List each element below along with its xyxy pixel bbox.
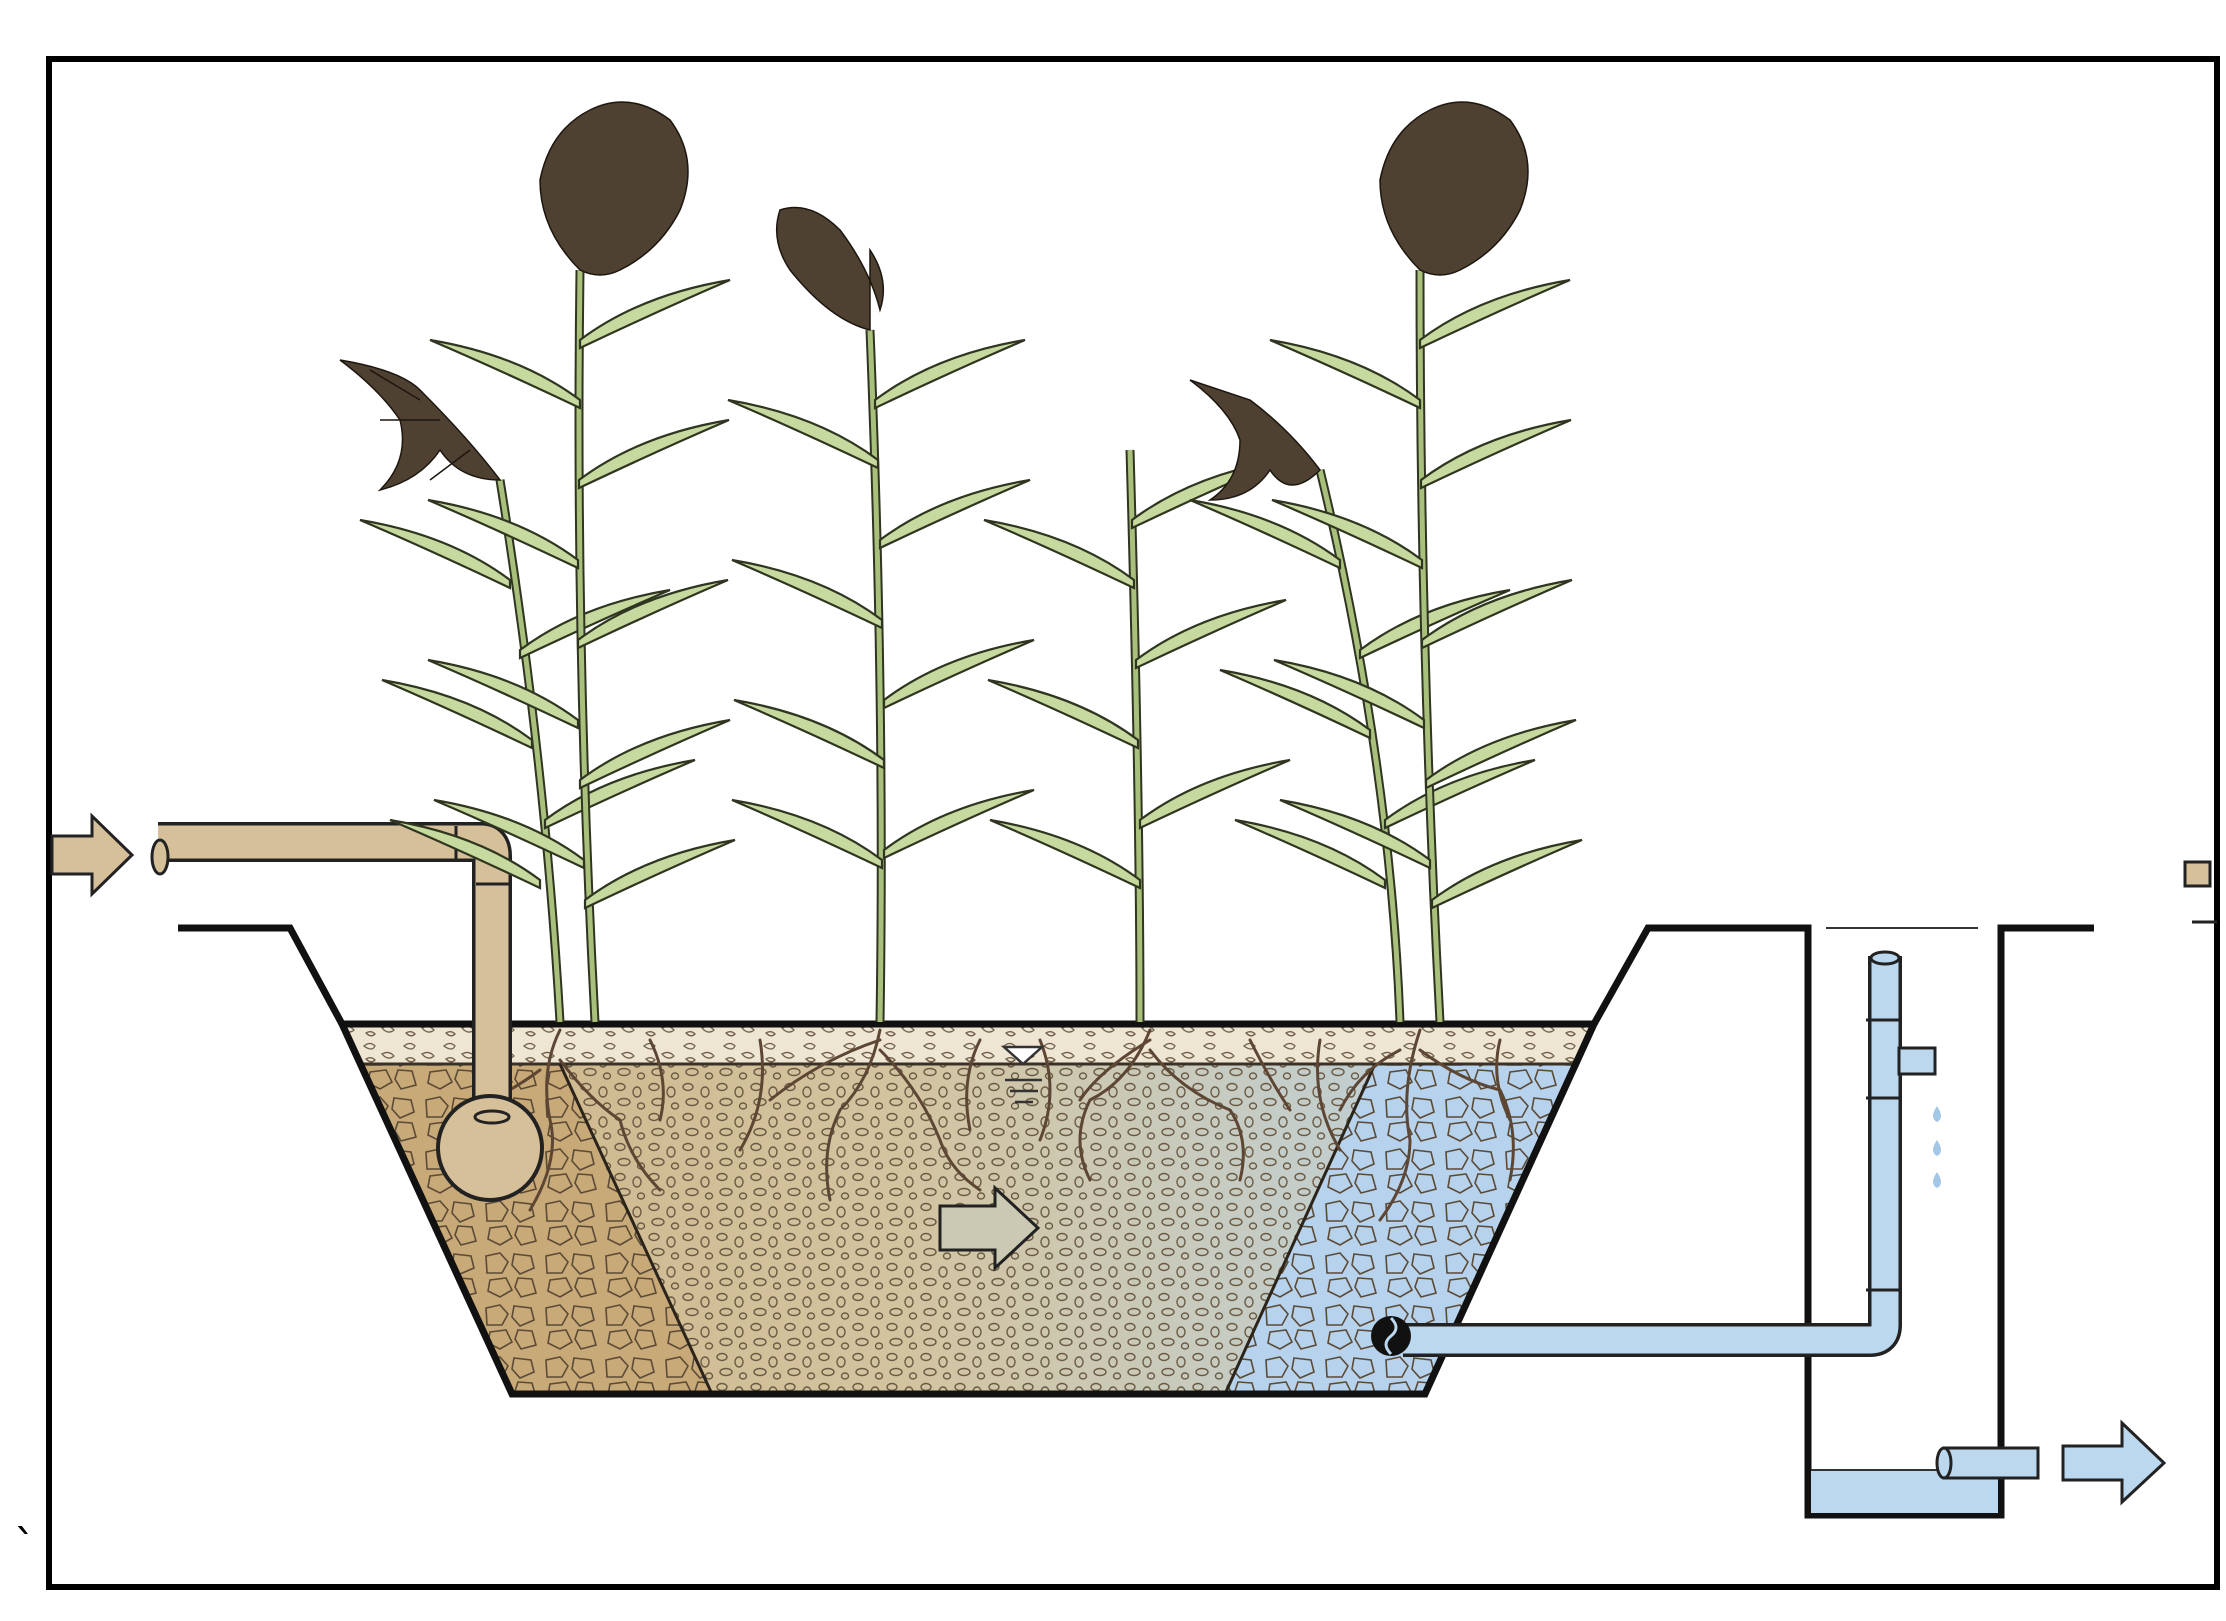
- ground-surface-left: [178, 924, 346, 1026]
- reed-plume-6: [1379, 101, 1529, 276]
- inlet-distribution-pipe: [436, 1094, 544, 1202]
- reed-plant-1: [339, 359, 697, 1023]
- reed-plants: [339, 101, 1584, 1023]
- flow-direction-arrow-icon: [938, 1184, 1041, 1272]
- inflow-arrow-icon: [50, 812, 135, 898]
- ground-surface-right: [1590, 924, 2094, 1519]
- reed-plant-3: [726, 206, 1036, 1023]
- reed-plume-2: [539, 101, 689, 276]
- water-level-triangle-icon: [1000, 1045, 1046, 1104]
- outflow-arrow-icon: [2061, 1419, 2167, 1506]
- outlet-pipe: [1371, 950, 1937, 1357]
- reed-plant-4: [982, 449, 1292, 1023]
- stray-mark: `: [14, 1521, 36, 1572]
- reed-plume-1: [339, 359, 502, 492]
- filter-bed: [342, 1024, 1594, 1394]
- diagram-frame: [46, 56, 2220, 1590]
- water-drop-icon: [1933, 1106, 1941, 1188]
- outflow-pipe: [1935, 1446, 2040, 1480]
- reed-plume-3: [775, 206, 885, 331]
- reed-plume-5: [1189, 379, 1321, 501]
- reed-plant-2: [426, 101, 737, 1023]
- inlet-pipe: [150, 822, 544, 1202]
- reed-plant-6: [1268, 101, 1584, 1023]
- reed-plant-5: [1188, 379, 1537, 1023]
- frame-edge-fragment: [2183, 860, 2217, 924]
